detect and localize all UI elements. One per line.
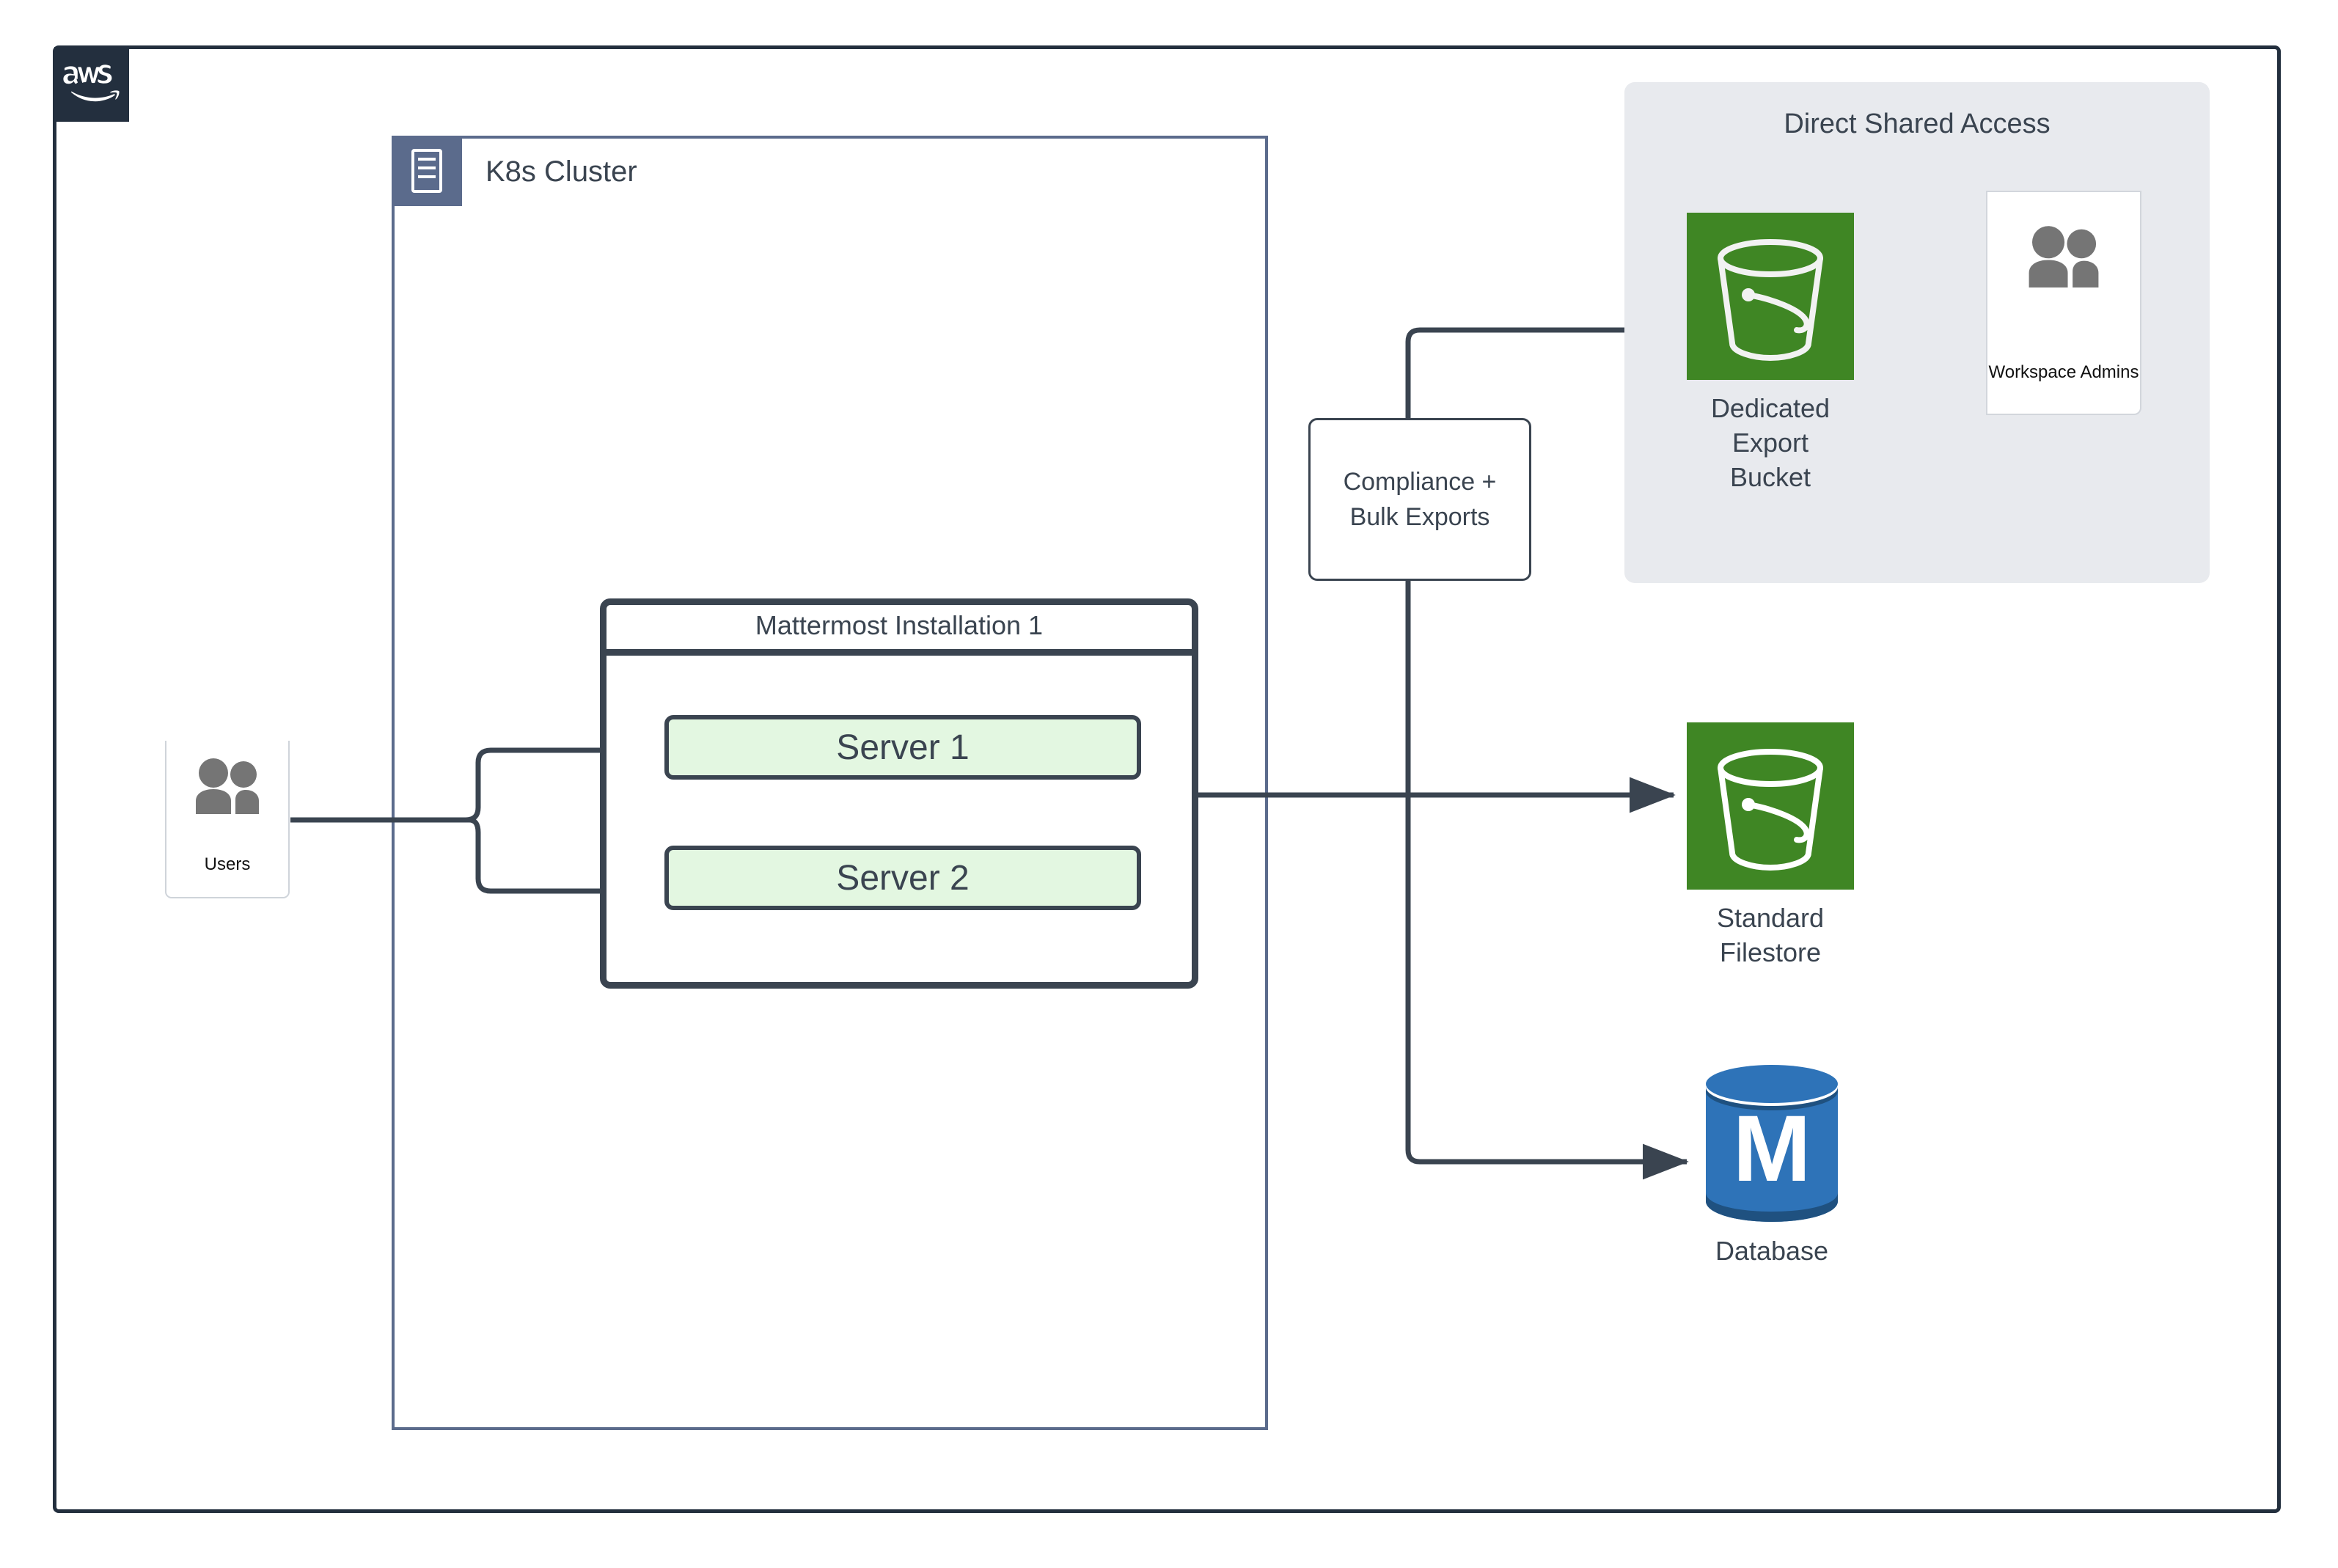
users-node-label: Users — [204, 854, 251, 874]
dedicated-export-bucket-label-line-1: Dedicated Export — [1710, 393, 1831, 458]
aws-logo-icon — [54, 47, 129, 122]
dedicated-export-bucket-label-line-2: Bucket — [1729, 461, 1811, 492]
aws-cloud-boundary — [53, 45, 2281, 1513]
mattermost-database-cylinder-icon: M — [1700, 1065, 1844, 1229]
standard-filestore-label-line-2: Filestore — [1719, 937, 1822, 967]
k8s-cluster-label: K8s Cluster — [485, 155, 637, 188]
k8s-cluster-container — [392, 136, 1268, 1430]
workspace-admins-node[interactable]: Workspace Admins — [1986, 191, 2141, 415]
people-icon — [187, 757, 268, 818]
compliance-bulk-exports-node[interactable]: Compliance + Bulk Exports — [1308, 418, 1531, 581]
server-2-node[interactable]: Server 2 — [664, 846, 1141, 910]
users-node[interactable]: Users — [165, 741, 290, 898]
compliance-line-1: Compliance + — [1343, 467, 1497, 496]
s3-bucket-icon — [1687, 722, 1854, 890]
mattermost-installation-container — [600, 598, 1198, 989]
standard-filestore-label: Standard Filestore — [1687, 901, 1854, 970]
standard-filestore-node[interactable]: Standard Filestore — [1687, 722, 1854, 970]
workspace-admins-label: Workspace Admins — [1988, 362, 2139, 382]
s3-bucket-icon — [1687, 213, 1854, 380]
dedicated-export-bucket-label: Dedicated Export Bucket — [1687, 392, 1854, 494]
server-rack-icon — [392, 136, 462, 206]
svg-text:M: M — [1733, 1096, 1811, 1201]
dedicated-export-bucket-node[interactable]: Dedicated Export Bucket — [1687, 213, 1854, 494]
database-label: Database — [1715, 1236, 1829, 1266]
database-node[interactable]: M Database — [1700, 1062, 1844, 1267]
standard-filestore-label-line-1: Standard — [1716, 903, 1825, 933]
compliance-line-2: Bulk Exports — [1349, 503, 1490, 531]
people-icon — [2019, 224, 2108, 291]
direct-shared-access-title: Direct Shared Access — [1784, 109, 2051, 139]
server-1-node[interactable]: Server 1 — [664, 715, 1141, 780]
